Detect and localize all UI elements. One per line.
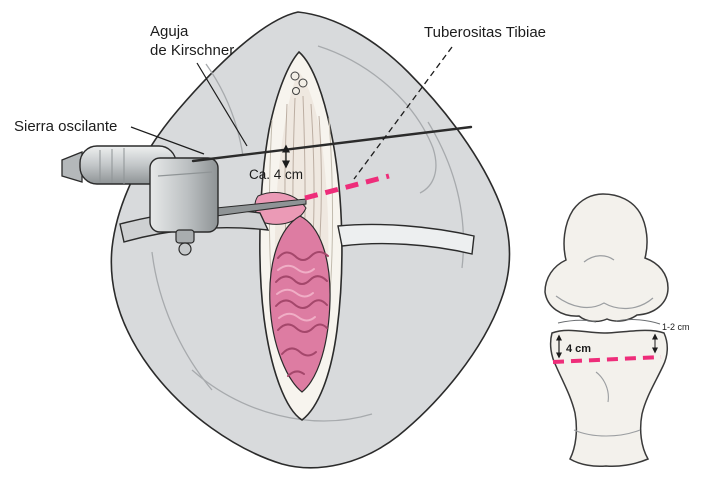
- leader-lines: [130, 46, 453, 180]
- saw-head: [149, 157, 219, 233]
- muscle-mass: [269, 215, 331, 393]
- annotation-labels: Aguja de Kirschner Tuberositas Tibiae Si…: [14, 23, 546, 182]
- saw-knob: [178, 242, 192, 256]
- osteotomy-dashed-line: [304, 173, 390, 201]
- label-kirschner-line2: de Kirschner: [150, 42, 234, 59]
- main-surgical-field: [61, 11, 511, 469]
- label-distance-main: Ca. 4 cm: [249, 167, 303, 182]
- kirschner-leader-line: [196, 62, 248, 147]
- muscle-highlights: [276, 264, 316, 322]
- muscle-folds: [275, 251, 329, 377]
- label-tuberositas: Tuberositas Tibiae: [424, 24, 546, 41]
- saw-leader-line: [130, 126, 205, 155]
- inset-label-1-2cm: 1-2 cm: [662, 322, 690, 332]
- fat-lobules: [290, 71, 308, 95]
- tuberositas-leader-line: [353, 46, 453, 180]
- oscillating-saw: [61, 145, 307, 256]
- kirschner-wire: [191, 125, 473, 163]
- saw-nose: [61, 151, 83, 183]
- label-kirschner-line1: Aguja: [150, 23, 189, 40]
- saw-clamp: [175, 229, 195, 244]
- inset-tibia-contours: [573, 371, 641, 437]
- inset-label-4cm: 4 cm: [566, 343, 591, 355]
- right-retractor: [337, 223, 475, 255]
- inset-femur: [544, 193, 669, 323]
- inset-knee-diagram: 4 cm 1-2 cm: [544, 193, 690, 467]
- inset-joint-space: [557, 319, 661, 325]
- inset-osteotomy-line: [552, 355, 662, 364]
- saw-head-slot: [157, 171, 213, 177]
- label-saw: Sierra oscilante: [14, 118, 117, 135]
- saw-handle-ridges: [99, 148, 125, 184]
- inset-femur-contours: [555, 255, 654, 309]
